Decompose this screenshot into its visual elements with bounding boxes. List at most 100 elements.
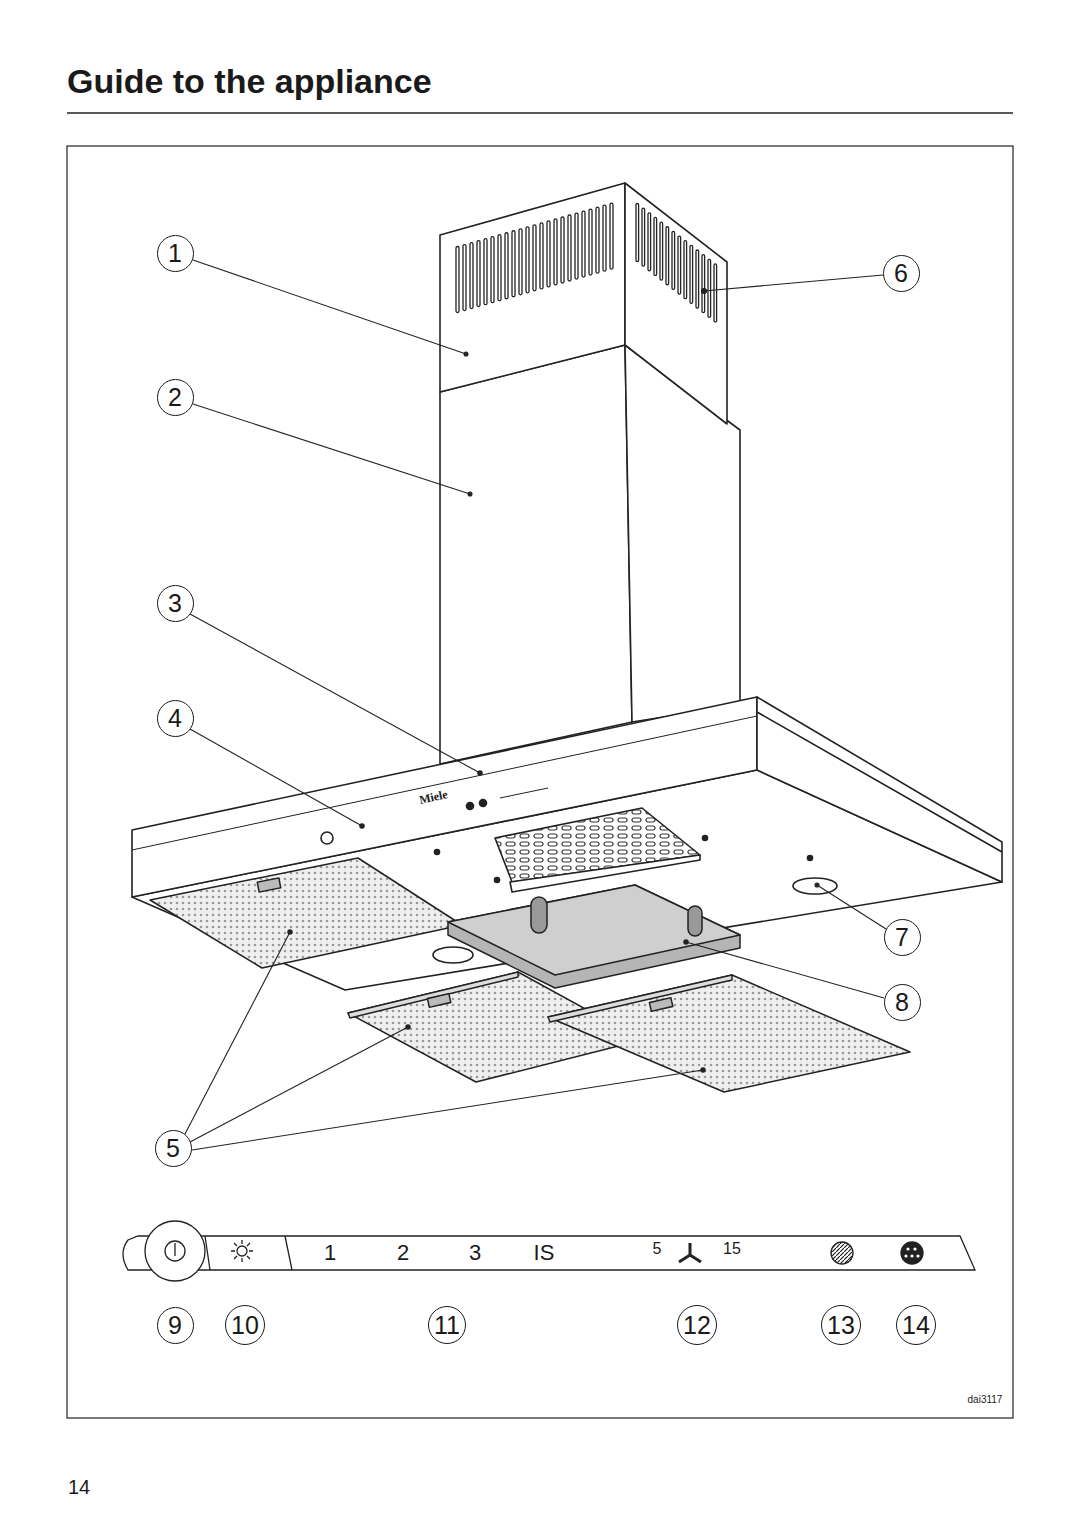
figure-frame [67, 146, 1013, 1418]
leader-dot [468, 492, 472, 496]
callout-number: 14 [902, 1313, 930, 1338]
grille-rim [510, 855, 700, 892]
control-panel [123, 1221, 975, 1281]
vent-slot [642, 208, 645, 266]
callout-circle: 9 [157, 1307, 194, 1344]
leader-line [817, 885, 886, 929]
vent-slot [603, 205, 606, 271]
fan-level: 3 [469, 1242, 481, 1264]
callout-circle: 7 [884, 919, 921, 956]
button [480, 800, 487, 807]
callout-circle: 11 [428, 1306, 466, 1344]
vent-slot [519, 229, 522, 295]
callout-circle: 2 [157, 379, 194, 416]
display-strip [500, 788, 548, 798]
cover-side [448, 885, 740, 988]
cover-clip [688, 906, 702, 936]
vent-slot [654, 217, 657, 275]
callout-number: 4 [168, 706, 182, 731]
leader-line [190, 1027, 408, 1142]
screw [435, 850, 440, 855]
vent-slot [512, 231, 515, 297]
fan-level: 1 [324, 1242, 336, 1264]
grease-filter-indicator [831, 1242, 853, 1264]
vent-slot [678, 236, 681, 294]
page-title: Guide to the appliance [67, 62, 432, 101]
page-number: 14 [68, 1477, 90, 1497]
callout-number: 5 [166, 1136, 180, 1161]
callout-circle: 10 [225, 1305, 265, 1345]
leader-line [185, 932, 290, 1134]
callout-number: 7 [895, 925, 909, 950]
button [321, 832, 333, 844]
vent-slot [582, 211, 585, 277]
light-icon [231, 1240, 253, 1262]
callout-number: 11 [434, 1313, 460, 1338]
vent-slot [610, 203, 613, 269]
leader-line [192, 1070, 703, 1150]
vent-slot [589, 209, 592, 275]
leader-line [686, 942, 884, 998]
drawing-code: dai3117 [968, 1395, 1003, 1405]
vent-slot [648, 213, 651, 271]
power-icon [174, 1243, 175, 1256]
callout-number: 10 [231, 1313, 259, 1338]
callout-circle: 8 [884, 984, 921, 1021]
vent-slot [456, 247, 459, 313]
callout-circle: 12 [677, 1305, 717, 1345]
vent-slot [672, 231, 675, 289]
filter-handle [257, 878, 281, 892]
vent-slot [463, 245, 466, 311]
charcoal-filter-indicator [904, 1254, 907, 1257]
grease-filter [548, 975, 910, 1092]
vent-slot [477, 241, 480, 307]
charcoal-filter-indicator [913, 1247, 916, 1250]
charcoal-filter-indicator [901, 1242, 923, 1264]
filter-handle [649, 998, 672, 1012]
vent-slot [575, 213, 578, 279]
vent-slot [636, 204, 639, 262]
run-on-time: 15 [723, 1241, 741, 1257]
vent-slots [456, 203, 717, 322]
callout-circle: 5 [155, 1130, 192, 1167]
button [467, 803, 474, 810]
light-icon [237, 1246, 247, 1256]
callout-circle: 3 [157, 585, 194, 622]
run-on-time: 5 [653, 1241, 662, 1257]
fan-level: IS [534, 1242, 555, 1264]
chimney-upper-front [440, 183, 625, 392]
grease-filters [150, 858, 910, 1092]
callout-number: 12 [683, 1313, 711, 1338]
callout-number: 6 [894, 261, 908, 286]
vent-slot [484, 239, 487, 305]
leader-dot [815, 883, 819, 887]
power-button [145, 1221, 205, 1281]
chimney [440, 183, 740, 764]
vent-slot [690, 245, 693, 303]
leader-dot [464, 352, 468, 356]
vent-slot [708, 259, 711, 317]
panel-divider [205, 1236, 292, 1270]
leader-dot [702, 289, 707, 294]
hood-edge [440, 829, 950, 831]
brand-logo: Miele [418, 788, 449, 806]
callout-number: 2 [168, 385, 182, 410]
callout-circle: 13 [821, 1305, 861, 1345]
vent-slot [660, 222, 663, 280]
vent-slot [714, 264, 717, 322]
charcoal-filter-indicator [916, 1254, 919, 1257]
callout-number: 13 [827, 1313, 855, 1338]
cover-clip [531, 897, 547, 933]
callout-number: 1 [168, 241, 182, 266]
grease-filter [150, 858, 462, 968]
vent-slot [547, 221, 550, 287]
screw [808, 856, 813, 861]
fan-icon [679, 1243, 701, 1262]
chimney-lower-front [440, 345, 632, 764]
hood-body [132, 697, 1002, 990]
hood-front [132, 697, 757, 897]
filter-rim [348, 972, 518, 1018]
filter-handle [427, 994, 450, 1008]
vent-slot [526, 227, 529, 293]
leader-line [193, 260, 466, 354]
